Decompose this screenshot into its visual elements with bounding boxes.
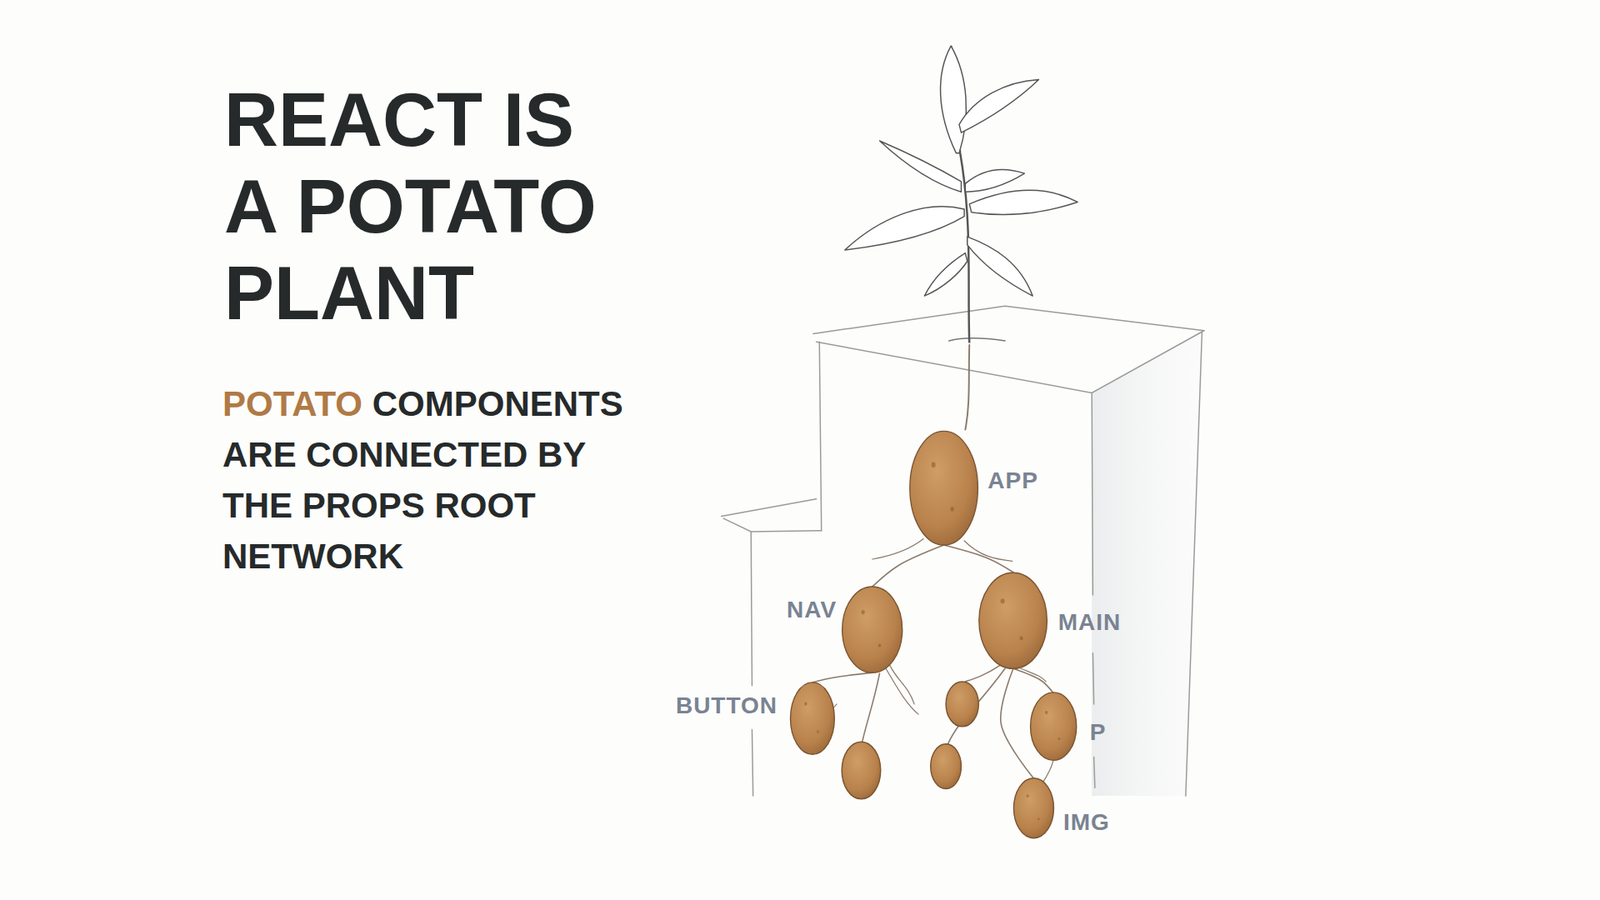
- page-title: REACT IS A POTATO PLANT: [224, 76, 633, 337]
- potato-shape: [790, 681, 835, 755]
- component-label: NAV: [786, 596, 837, 624]
- unlabelled-potatoes: [841, 681, 979, 800]
- potato-shape: [1030, 691, 1077, 761]
- component-label: APP: [987, 467, 1039, 495]
- potato-node: IMG: [1013, 777, 1055, 839]
- component-label: P: [1090, 719, 1107, 746]
- potato-shape: [1013, 777, 1055, 839]
- component-label: IMG: [1063, 809, 1110, 836]
- root-hairs: [826, 345, 1054, 786]
- root-connector: [1000, 668, 1035, 779]
- highlight-word: POTATO: [222, 384, 363, 424]
- plant: [845, 45, 1078, 343]
- potato-node: MAIN: [978, 571, 1048, 670]
- potato-node: BUTTON: [790, 681, 835, 755]
- root-connector: [872, 545, 945, 587]
- soil-block: [721, 305, 1205, 796]
- component-label: MAIN: [1058, 609, 1122, 636]
- component-label: BUTTON: [675, 692, 778, 720]
- potato-shape: [978, 571, 1048, 670]
- root-connector: [812, 672, 873, 683]
- potato-node: NAV: [841, 585, 903, 674]
- potato-shape: [909, 430, 979, 547]
- root-connector: [944, 545, 1014, 573]
- potato-shape: [841, 585, 903, 674]
- root-connector: [1013, 668, 1054, 693]
- potato-node: P: [1030, 691, 1077, 761]
- potato-node: APP: [909, 430, 979, 547]
- subtitle-block: POTATOCOMPONENTS ARE CONNECTED BY THE PR…: [222, 378, 640, 582]
